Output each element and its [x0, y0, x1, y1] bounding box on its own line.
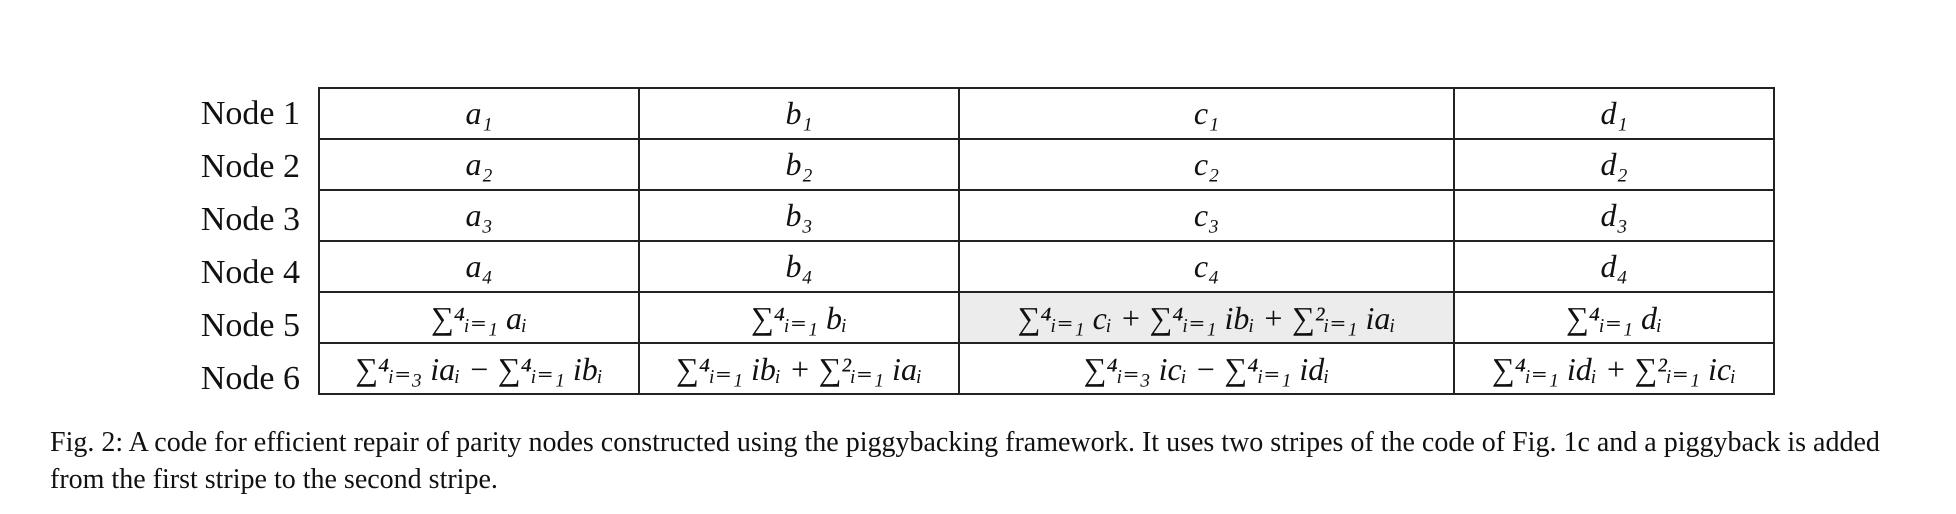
table-cell: c₃ — [958, 189, 1455, 242]
piggyback-cell: ∑⁴ᵢ₌₁ cᵢ + ∑⁴ᵢ₌₁ ibᵢ + ∑²ᵢ₌₁ iaᵢ — [958, 291, 1455, 344]
table-cell: ∑⁴ᵢ₌₁ dᵢ — [1453, 291, 1775, 344]
table-cell: ∑⁴ᵢ₌₁ bᵢ — [638, 291, 960, 344]
table-cell: ∑⁴ᵢ₌₃ iaᵢ − ∑⁴ᵢ₌₁ ibᵢ — [318, 342, 640, 395]
table-row-node-3: a₃ b₃ c₃ d₃ — [318, 189, 1775, 242]
row-label-node-4: Node 4 — [200, 254, 300, 291]
table-cell: d₂ — [1453, 138, 1775, 191]
table-cell: b₄ — [638, 240, 960, 293]
table-cell: c₁ — [958, 87, 1455, 140]
table-row-node-1: a₁ b₁ c₁ d₁ — [318, 87, 1775, 140]
table-row-node-6: ∑⁴ᵢ₌₃ iaᵢ − ∑⁴ᵢ₌₁ ibᵢ ∑⁴ᵢ₌₁ ibᵢ + ∑²ᵢ₌₁ … — [318, 342, 1775, 395]
table-row-node-2: a₂ b₂ c₂ d₂ — [318, 138, 1775, 191]
table-cell: b₃ — [638, 189, 960, 242]
table-cell: d₄ — [1453, 240, 1775, 293]
table-cell: b₁ — [638, 87, 960, 140]
table-cell: d₁ — [1453, 87, 1775, 140]
figure-caption: Fig. 2: A code for efficient repair of p… — [50, 427, 1880, 495]
table-cell: a₃ — [318, 189, 640, 242]
table-row-node-4: a₄ b₄ c₄ d₄ — [318, 240, 1775, 293]
row-label-node-6: Node 6 — [200, 360, 300, 397]
table-cell: c₂ — [958, 138, 1455, 191]
table-row-node-5: ∑⁴ᵢ₌₁ aᵢ ∑⁴ᵢ₌₁ bᵢ ∑⁴ᵢ₌₁ cᵢ + ∑⁴ᵢ₌₁ ibᵢ +… — [318, 291, 1775, 344]
table-cell: ∑⁴ᵢ₌₃ icᵢ − ∑⁴ᵢ₌₁ idᵢ — [958, 342, 1455, 395]
row-label-node-2: Node 2 — [200, 148, 300, 185]
code-table: a₁ b₁ c₁ d₁ a₂ b₂ c₂ d₂ a₃ b₃ c₃ d₃ a₄ b… — [318, 87, 1775, 395]
row-label-node-5: Node 5 — [200, 307, 300, 344]
table-cell: d₃ — [1453, 189, 1775, 242]
table-cell: b₂ — [638, 138, 960, 191]
table-cell: ∑⁴ᵢ₌₁ ibᵢ + ∑²ᵢ₌₁ iaᵢ — [638, 342, 960, 395]
row-label-node-3: Node 3 — [200, 201, 300, 238]
table-cell: c₄ — [958, 240, 1455, 293]
table-cell: a₄ — [318, 240, 640, 293]
table-cell: ∑⁴ᵢ₌₁ idᵢ + ∑²ᵢ₌₁ icᵢ — [1453, 342, 1775, 395]
table-cell: ∑⁴ᵢ₌₁ aᵢ — [318, 291, 640, 344]
table-cell: a₂ — [318, 138, 640, 191]
table-cell: a₁ — [318, 87, 640, 140]
row-label-node-1: Node 1 — [200, 95, 300, 132]
row-labels: Node 1 Node 2 Node 3 Node 4 Node 5 Node … — [160, 87, 300, 405]
